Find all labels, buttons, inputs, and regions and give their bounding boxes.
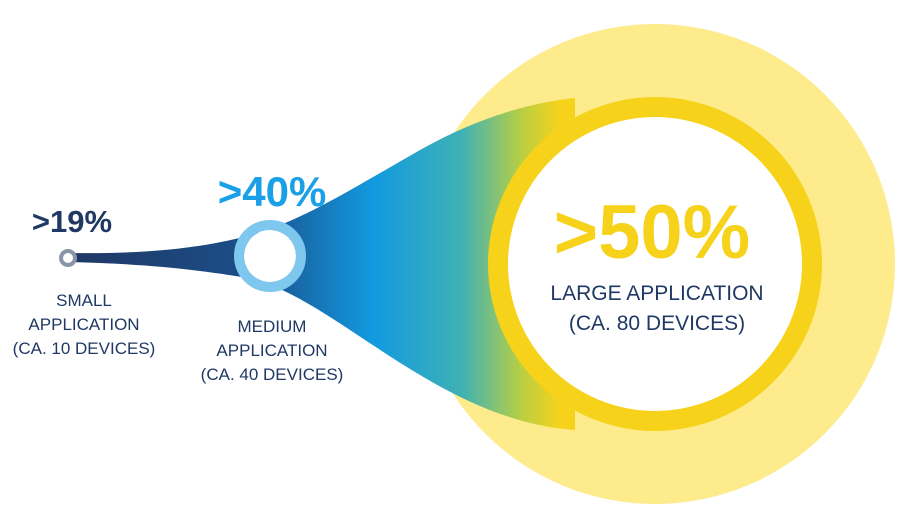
medium-label-line-1: MEDIUM: [238, 317, 307, 336]
large-percent: >50%: [554, 190, 751, 275]
funnel-band: [70, 98, 575, 430]
small-label-line-2: APPLICATION: [28, 315, 139, 334]
large-ring-center: [508, 117, 802, 411]
medium-label-line-2: APPLICATION: [216, 341, 327, 360]
large-label-line-1: LARGE APPLICATION: [550, 282, 763, 305]
large-label-line-2: (CA. 80 DEVICES): [569, 312, 745, 335]
small-label-line-1: SMALL: [56, 291, 112, 310]
medium-ring: [234, 220, 306, 292]
small-label-line-3: (CA. 10 DEVICES): [13, 339, 156, 358]
medium-ring-center: [244, 230, 296, 282]
medium-label-line-3: (CA. 40 DEVICES): [201, 365, 344, 384]
small-ring: [59, 249, 77, 267]
small-percent: >19%: [32, 204, 112, 239]
medium-percent: >40%: [218, 168, 327, 215]
